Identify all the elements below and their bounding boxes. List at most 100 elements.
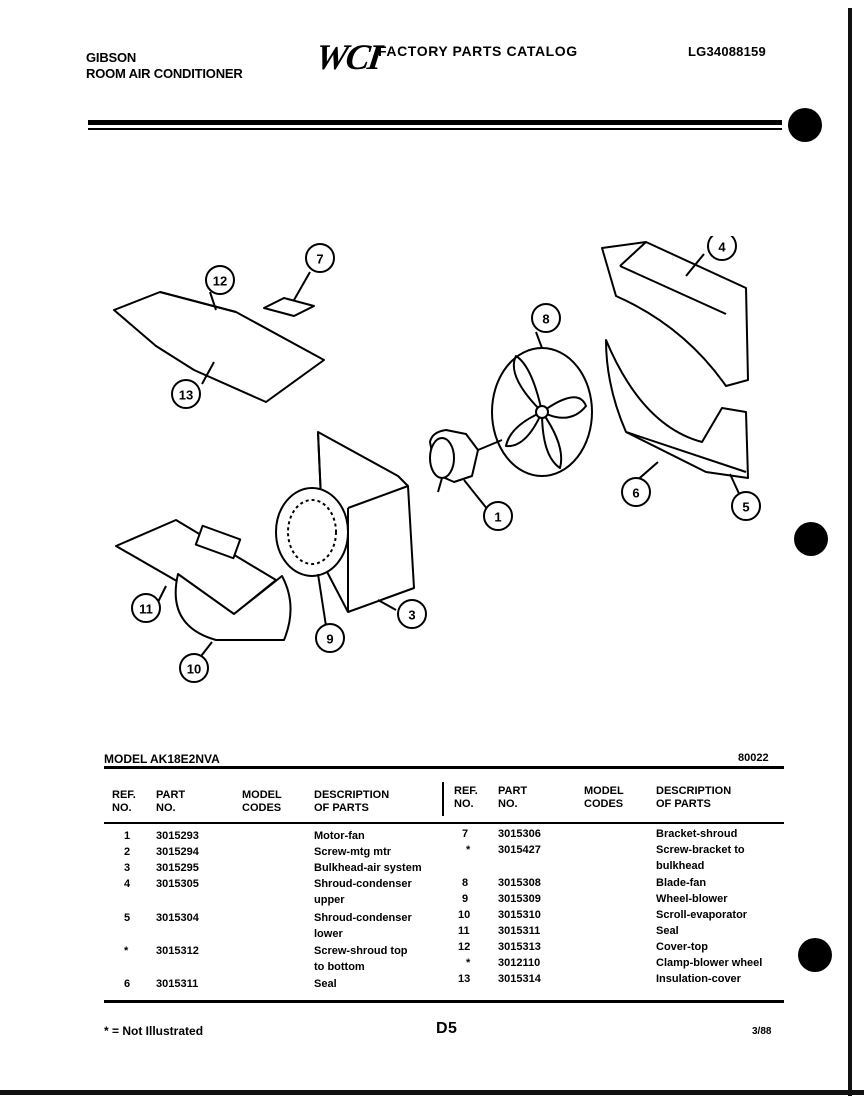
table-row-part: 3015308 <box>498 877 541 889</box>
table-row-desc: Shroud-condenser lower <box>314 912 412 940</box>
callout-4 <box>707 236 737 261</box>
table-row-desc: Clamp-blower wheel <box>656 957 763 969</box>
table-row: 2 <box>124 846 131 858</box>
table-row-part: 3015310 <box>498 909 541 921</box>
table-row: * <box>124 945 129 957</box>
callout-12 <box>205 265 235 295</box>
punch-hole <box>798 938 832 972</box>
callout-4-label: 4 <box>718 240 726 255</box>
table-row: 10 <box>458 909 471 921</box>
part-shroud-lower <box>605 339 749 479</box>
table-row-part: 3015312 <box>156 945 199 957</box>
part-bracket-shroud <box>263 297 315 317</box>
print-date: 3/88 <box>752 1026 772 1037</box>
callout-9-label: 9 <box>326 632 333 647</box>
punch-hole <box>788 108 822 142</box>
table-row-part: 3015427 <box>498 844 541 856</box>
callout-6 <box>621 477 651 507</box>
table-row: 11 <box>458 925 470 937</box>
table-row-desc: Screw-shroud top to bottom <box>314 945 408 973</box>
table-header-rule <box>104 822 784 824</box>
callout-5-label: 5 <box>742 500 749 515</box>
table-row: 13 <box>458 973 471 985</box>
col-header-ref: REF. NO. <box>112 789 136 814</box>
table-row-part: 3015304 <box>156 912 199 924</box>
col-header-desc-right: DESCRIPTION OF PARTS <box>656 785 732 810</box>
callout-11-label: 11 <box>139 602 153 617</box>
table-row: 5 <box>124 912 131 924</box>
col-header-desc: DESCRIPTION OF PARTS <box>314 789 390 814</box>
table-row: 7 <box>462 828 469 840</box>
callout-13-label: 13 <box>179 388 193 403</box>
model-label: MODEL AK18E2NVA <box>104 752 220 766</box>
callout-6-label: 6 <box>632 486 639 501</box>
callout-12-label: 12 <box>213 274 227 289</box>
table-row-desc: Scroll-evaporator <box>656 909 748 921</box>
table-row-desc: Bracket-shroud <box>656 828 738 840</box>
catalog-title: FACTORY PARTS CATALOG <box>378 43 578 59</box>
page-border-right <box>848 8 852 1096</box>
table-row: 8 <box>462 877 469 889</box>
table-row-desc: Seal <box>314 978 337 990</box>
table-row-part: 3015295 <box>156 862 199 874</box>
callout-3 <box>397 599 427 629</box>
table-top-rule <box>104 766 784 769</box>
exploded-parts-diagram: 1 3 4 5 6 7 8 9 10 11 12 13 <box>113 236 761 683</box>
table-row-desc: Shroud-condenser upper <box>314 878 412 906</box>
footnote-not-illustrated: * = Not Illustrated <box>104 1024 204 1038</box>
callout-7-label: 7 <box>316 252 323 267</box>
table-row-desc: Seal <box>656 925 679 937</box>
table-row-part: 3015305 <box>156 878 199 890</box>
wci-logo: WCI <box>313 37 383 77</box>
product-name: ROOM AIR CONDITIONER <box>86 66 243 81</box>
header-left: GIBSON ROOM AIR CONDITIONER <box>86 50 243 82</box>
table-row-desc: Screw-bracket to bulkhead <box>656 844 745 872</box>
table-column-divider <box>442 782 444 816</box>
col-header-part-right: PART NO. <box>498 785 528 810</box>
table-row-desc: Screw-mtg mtr <box>314 846 392 858</box>
table-row-desc: Blade-fan <box>656 877 707 889</box>
callout-3-label: 3 <box>408 608 415 623</box>
header-rule <box>88 120 782 125</box>
header-rule-thin <box>88 128 782 130</box>
table-row: 9 <box>462 893 469 905</box>
table-row: 12 <box>458 941 471 953</box>
part-scroll-evaporator <box>174 573 292 641</box>
table-bottom-rule <box>104 1000 784 1003</box>
table-row: 3 <box>124 862 131 874</box>
callout-13 <box>171 379 201 409</box>
table-row-desc: Wheel-blower <box>656 893 728 905</box>
table-row-part: 3012110 <box>498 957 541 969</box>
col-header-ref-right: REF. NO. <box>454 785 478 810</box>
callout-5 <box>731 491 761 521</box>
page-border-bottom <box>0 1090 864 1095</box>
table-row: 6 <box>124 978 131 990</box>
table-row-desc: Insulation-cover <box>656 973 741 985</box>
table-row: * <box>466 844 471 856</box>
callout-11 <box>131 593 161 623</box>
callout-8-label: 8 <box>542 312 549 327</box>
brand-name: GIBSON <box>86 50 137 65</box>
table-code: 80022 <box>738 752 769 764</box>
callout-1 <box>483 501 513 531</box>
table-row: 1 <box>124 830 131 842</box>
table-row-part: 3015313 <box>498 941 541 953</box>
table-row-part: 3015306 <box>498 828 541 840</box>
table-row-desc: Bulkhead-air system <box>314 862 422 874</box>
table-row-desc: Motor-fan <box>314 830 365 842</box>
catalog-code: LG34088159 <box>688 44 766 59</box>
punch-hole <box>794 522 828 556</box>
table-row: 4 <box>124 878 131 890</box>
table-row-part: 3015293 <box>156 830 199 842</box>
table-row-part: 3015311 <box>498 925 541 937</box>
col-header-codes-right: MODEL CODES <box>584 785 624 810</box>
callout-7 <box>305 243 335 273</box>
callout-1-label: 1 <box>494 510 501 525</box>
callout-8 <box>531 303 561 333</box>
table-row-desc: Cover-top <box>656 941 708 953</box>
table-row-part: 3015309 <box>498 893 541 905</box>
table-row-part: 3015294 <box>156 846 199 858</box>
table-row: * <box>466 957 471 969</box>
part-blower-wheel <box>275 487 349 577</box>
part-shroud-upper <box>601 241 749 387</box>
